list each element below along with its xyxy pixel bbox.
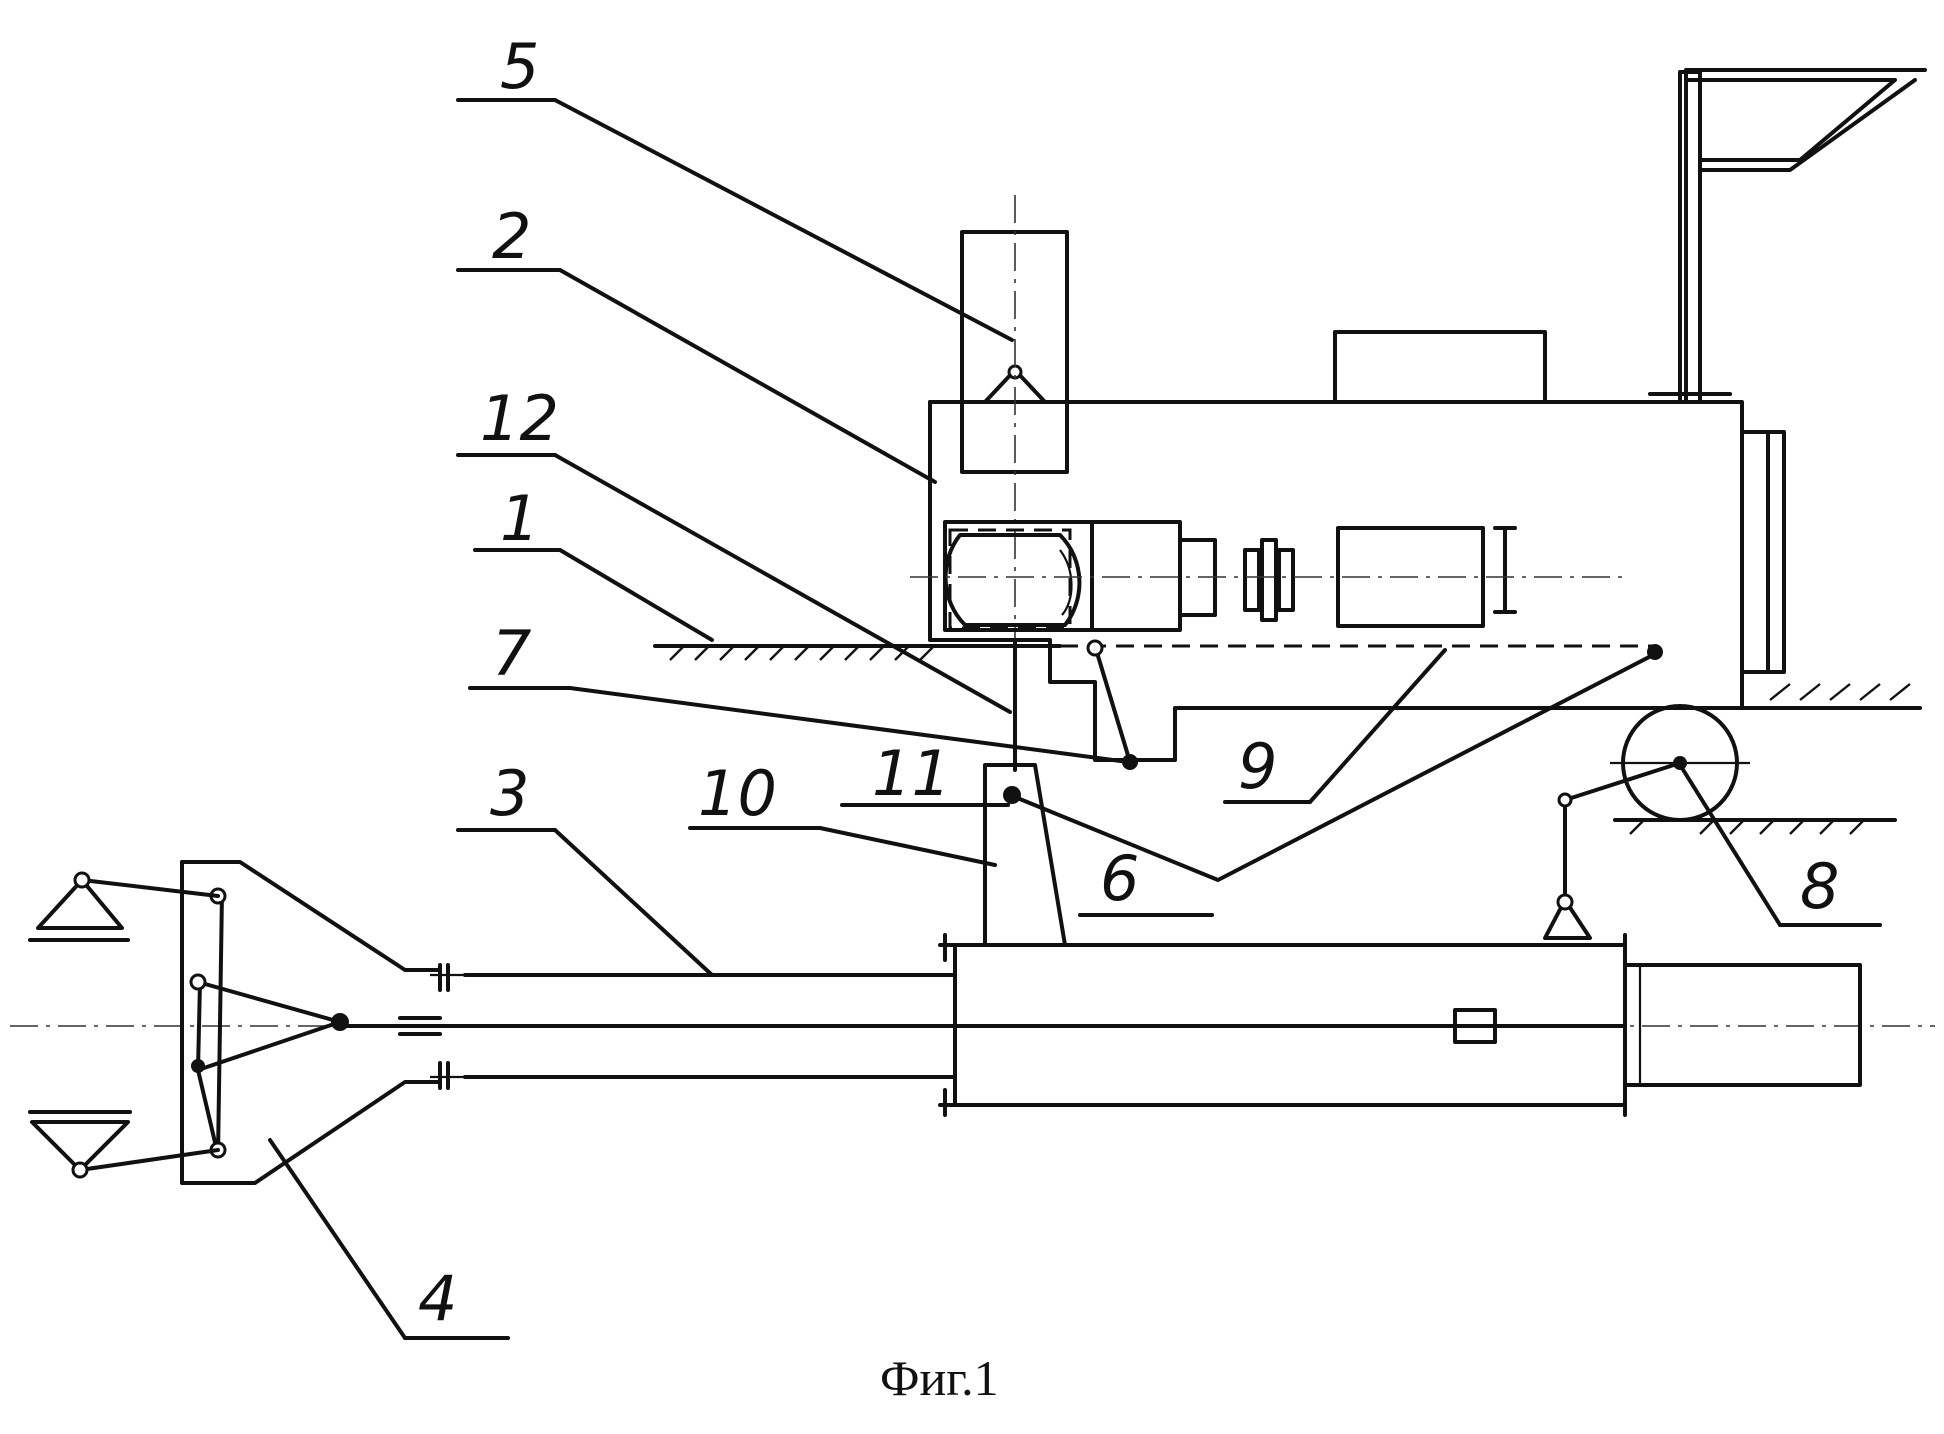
label-11: 11 bbox=[872, 737, 951, 810]
head-4 bbox=[30, 862, 440, 1183]
tractor-body bbox=[930, 70, 1925, 760]
drive-unit bbox=[910, 522, 1625, 630]
label-1: 1 bbox=[500, 482, 539, 555]
leader-5: 5 bbox=[458, 30, 1012, 340]
leader-3: 3 bbox=[458, 757, 712, 975]
label-8: 8 bbox=[1800, 850, 1839, 923]
label-3: 3 bbox=[490, 757, 529, 830]
leader-12: 12 bbox=[458, 382, 1010, 712]
bracket-10 bbox=[985, 765, 1065, 945]
tube-3 bbox=[340, 935, 1860, 1115]
label-5: 5 bbox=[500, 30, 539, 103]
label-4: 4 bbox=[418, 1262, 457, 1335]
label-7: 7 bbox=[492, 617, 531, 690]
wheel-8 bbox=[1545, 706, 1895, 938]
figure-caption: Фиг.1 bbox=[880, 1350, 999, 1406]
label-9: 9 bbox=[1238, 730, 1277, 803]
leader-4: 4 bbox=[270, 1140, 508, 1338]
label-2: 2 bbox=[492, 200, 531, 273]
label-6: 6 bbox=[1100, 842, 1139, 915]
label-12: 12 bbox=[480, 382, 559, 455]
label-10: 10 bbox=[698, 757, 777, 830]
leader-8: 8 bbox=[1682, 768, 1880, 925]
leader-6: 6 bbox=[1080, 842, 1212, 915]
ground-level-1 bbox=[655, 646, 1920, 708]
